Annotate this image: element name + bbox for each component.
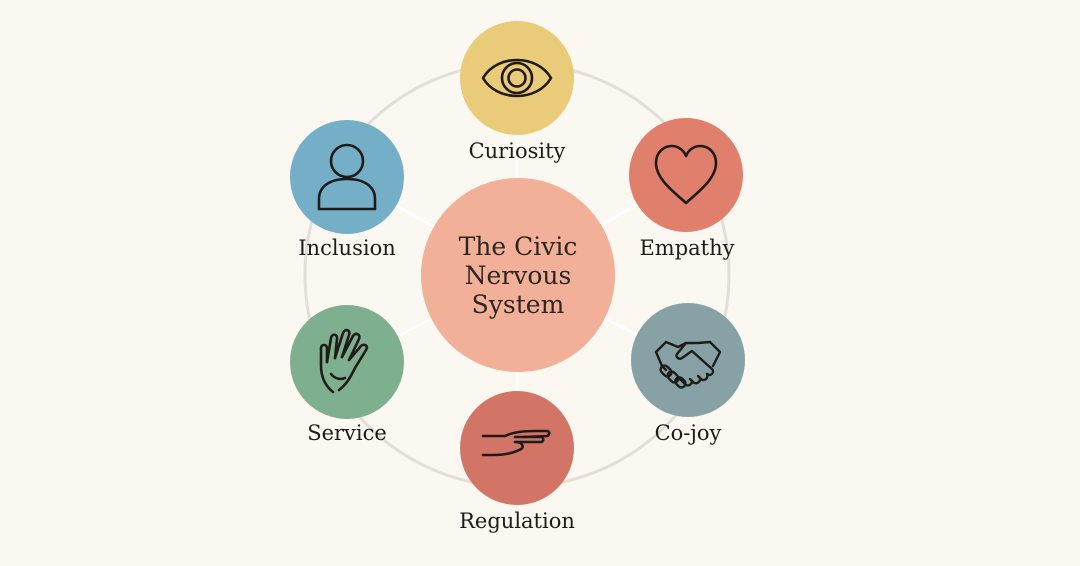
eye-icon (481, 58, 553, 98)
node-service (290, 305, 404, 419)
node-label-empathy: Empathy (639, 236, 735, 260)
node-label-service: Service (307, 421, 387, 445)
node-empathy (629, 118, 743, 232)
handshake-icon (654, 340, 722, 389)
center-title-line-1: The Civic (458, 231, 578, 261)
node-label-inclusion: Inclusion (298, 236, 396, 260)
person-icon (317, 143, 377, 211)
center-title-line-2: Nervous (464, 260, 572, 290)
node-label-regulation: Regulation (459, 509, 575, 533)
node-label-curiosity: Curiosity (468, 139, 566, 163)
open-hand-icon (481, 429, 551, 457)
node-curiosity (460, 21, 574, 135)
center-node: The Civic Nervous System (421, 178, 615, 372)
heart-icon (654, 144, 718, 205)
raised-hand-icon (319, 328, 369, 394)
node-inclusion (290, 120, 404, 234)
center-title-line-3: System (471, 289, 565, 319)
node-label-co-joy: Co-joy (654, 421, 722, 445)
node-regulation (460, 391, 574, 505)
node-co-joy (631, 303, 745, 417)
